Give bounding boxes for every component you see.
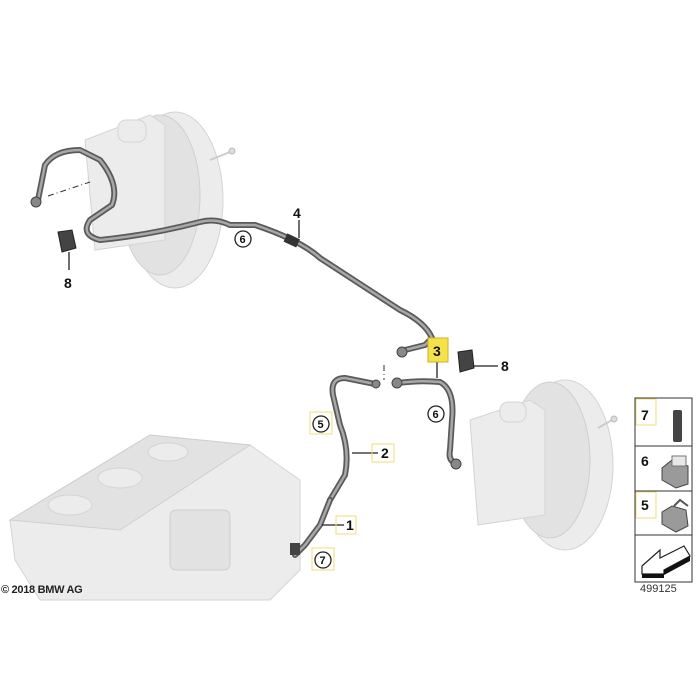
grommet-8-left[interactable] [57, 229, 77, 253]
panel-item-6[interactable]: 6 [641, 453, 689, 489]
brake-booster-top-ghost [84, 111, 236, 289]
orientation-arrow-icon [641, 545, 691, 578]
callout-clip-6-mid[interactable]: 6 [427, 405, 445, 423]
svg-text:5: 5 [641, 497, 649, 513]
rubber-sleeve [290, 543, 300, 555]
vacuum-line-4[interactable] [30, 147, 435, 358]
small-parts-panel: 7 6 5 [634, 397, 693, 583]
panel-item-7[interactable]: 7 [635, 398, 682, 442]
callout-1[interactable]: 1 [346, 517, 354, 533]
svg-text:5: 5 [318, 419, 324, 431]
callout-2[interactable]: 2 [381, 445, 389, 461]
rubber-sleeve-icon [673, 410, 682, 442]
callout-3[interactable]: 3 [433, 343, 441, 359]
engine-block-ghost [8, 434, 301, 601]
vacuum-line-3[interactable] [391, 377, 462, 470]
svg-text:6: 6 [433, 409, 439, 421]
brake-booster-right-ghost [469, 379, 618, 551]
bracket-1 [335, 515, 357, 535]
hose-clip-icon [661, 455, 689, 489]
callout-clip-6-top[interactable]: 6 [234, 230, 252, 248]
diagram-number: 499125 [640, 583, 677, 595]
callout-4[interactable]: 4 [293, 205, 301, 221]
vacuum-line-1[interactable] [290, 497, 333, 558]
callout-8-left[interactable]: 8 [64, 275, 72, 291]
svg-text:6: 6 [641, 453, 649, 469]
hose-clip-open-icon [661, 498, 689, 533]
svg-text:7: 7 [320, 555, 326, 567]
grommet-8-right[interactable] [457, 349, 475, 373]
panel-item-5[interactable]: 5 [635, 491, 689, 533]
highlight-part-3[interactable] [427, 337, 449, 363]
callout-clip-5[interactable]: 5 [309, 411, 333, 435]
vacuum-line-2[interactable] [327, 375, 381, 503]
bracket-2 [371, 443, 395, 463]
callout-clip-7[interactable]: 7 [311, 547, 335, 571]
connection-dash [47, 181, 91, 197]
svg-text:6: 6 [240, 234, 246, 246]
copyright: © 2018 BMW AG [1, 584, 82, 596]
svg-text:7: 7 [641, 407, 649, 423]
callout-8-right[interactable]: 8 [501, 358, 509, 374]
